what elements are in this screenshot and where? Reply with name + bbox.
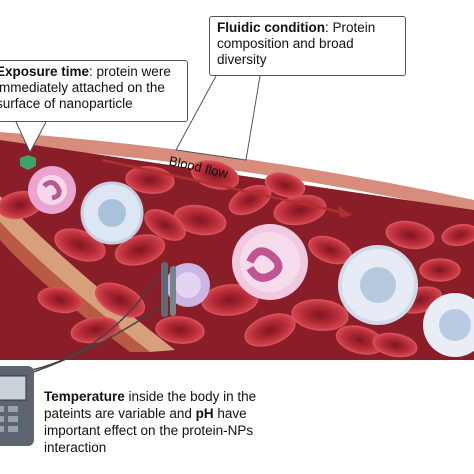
white-blood-cell-neutrophil [232,224,308,300]
fluidic-text: : Protein composition and broad diversit… [217,20,376,67]
fluidic-title: Fluidic condition [217,20,325,35]
fluidic-pointer [175,75,261,161]
red-blood-cell [372,332,418,358]
red-blood-cell [244,313,296,347]
temperature-ph-note: Temperature inside the body in the patei… [44,388,259,456]
probe-icon [21,262,176,377]
red-blood-cell [385,220,435,250]
red-blood-cell [114,234,166,266]
fluidic-condition-callout: Fluidic condition: Protein composition a… [209,16,406,76]
ph-bold: pH [195,406,214,421]
red-blood-cell [155,316,205,344]
vessel-wall [0,132,474,214]
blood-flow-arrow [101,158,352,218]
red-blood-cell [173,204,227,236]
temperature-bold: Temperature [44,389,125,404]
white-blood-cell-1 [28,166,76,214]
red-blood-cell [37,286,83,314]
exposure-pointer [15,121,47,154]
ph-text: have important effect on the protein-NPs… [44,406,254,455]
red-blood-cell [291,299,349,331]
temperature-text: inside the body in the pateints are vari… [44,389,257,421]
red-blood-cell [144,209,186,241]
red-blood-cell [228,184,272,216]
vessel-lower-wall [0,196,175,352]
red-blood-cell [264,172,306,198]
exposure-text: : protein were immediately attached on t… [0,64,171,111]
white-blood-cell-6 [423,293,474,357]
white-blood-cell-5 [338,245,418,325]
meter-device-icon [0,366,34,446]
nanoparticle-icon [20,155,36,170]
exposure-title: Exposure time [0,64,90,79]
red-blood-cell [419,258,461,282]
red-blood-cell [70,316,120,344]
red-blood-cell [441,223,474,247]
white-blood-cell-3 [166,263,210,307]
white-blood-cell-2 [80,181,144,245]
exposure-time-callout: Exposure time: protein were immediately … [0,60,188,122]
